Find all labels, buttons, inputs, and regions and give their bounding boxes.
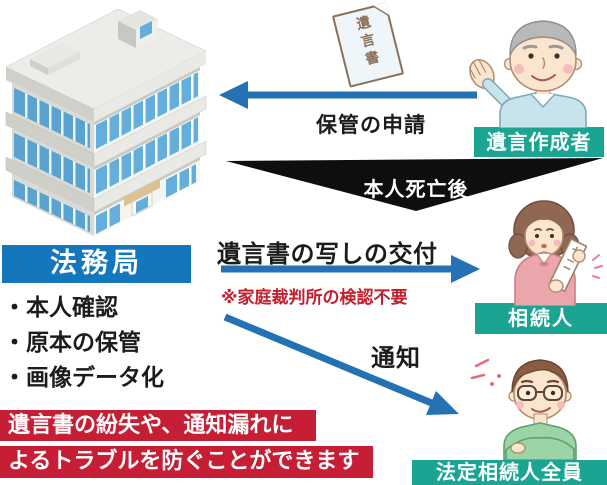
no-probate-note: ※家庭裁判所の検認不要: [221, 288, 408, 308]
testator-illustration: [468, 20, 587, 128]
testator-label: 遺言作成者: [474, 127, 604, 157]
benefit-banner-line1: 遺言書の紛失や、通知漏れに: [0, 410, 316, 441]
bureau-function-list: ・本人確認 ・原本の保管 ・画像データ化: [3, 291, 164, 396]
arrow-notification: [223, 313, 459, 415]
benefit-banner-line2: よるトラブルを防ぐことができます: [0, 446, 373, 478]
notification-arrow-label: 通知: [371, 344, 421, 372]
all-heirs-label: 法定相続人全員: [412, 460, 607, 485]
list-item-image-digitization: ・画像データ化: [3, 365, 164, 391]
arrow-application: [219, 81, 477, 109]
paper-fold-corner: [373, 2, 390, 19]
will-document-illustration: 遺言書: [331, 2, 405, 88]
after-death-banner-label: 本人死亡後: [363, 177, 469, 201]
will-document-title: 遺言書: [352, 13, 382, 71]
heir-illustration: [508, 200, 603, 306]
application-arrow-label: 保管の申請: [316, 113, 426, 137]
list-item-identity-check: ・本人確認: [3, 295, 118, 321]
legal-affairs-bureau-title: 法務局: [2, 245, 191, 283]
list-item-original-storage: ・原本の保管: [3, 330, 141, 356]
heir-label: 相続人: [475, 303, 607, 334]
legal-affairs-bureau-building-illustration: [5, 9, 207, 236]
copy-delivery-arrow-label: 遺言書の写しの交付: [217, 240, 438, 268]
all-heirs-illustration: [470, 358, 577, 460]
